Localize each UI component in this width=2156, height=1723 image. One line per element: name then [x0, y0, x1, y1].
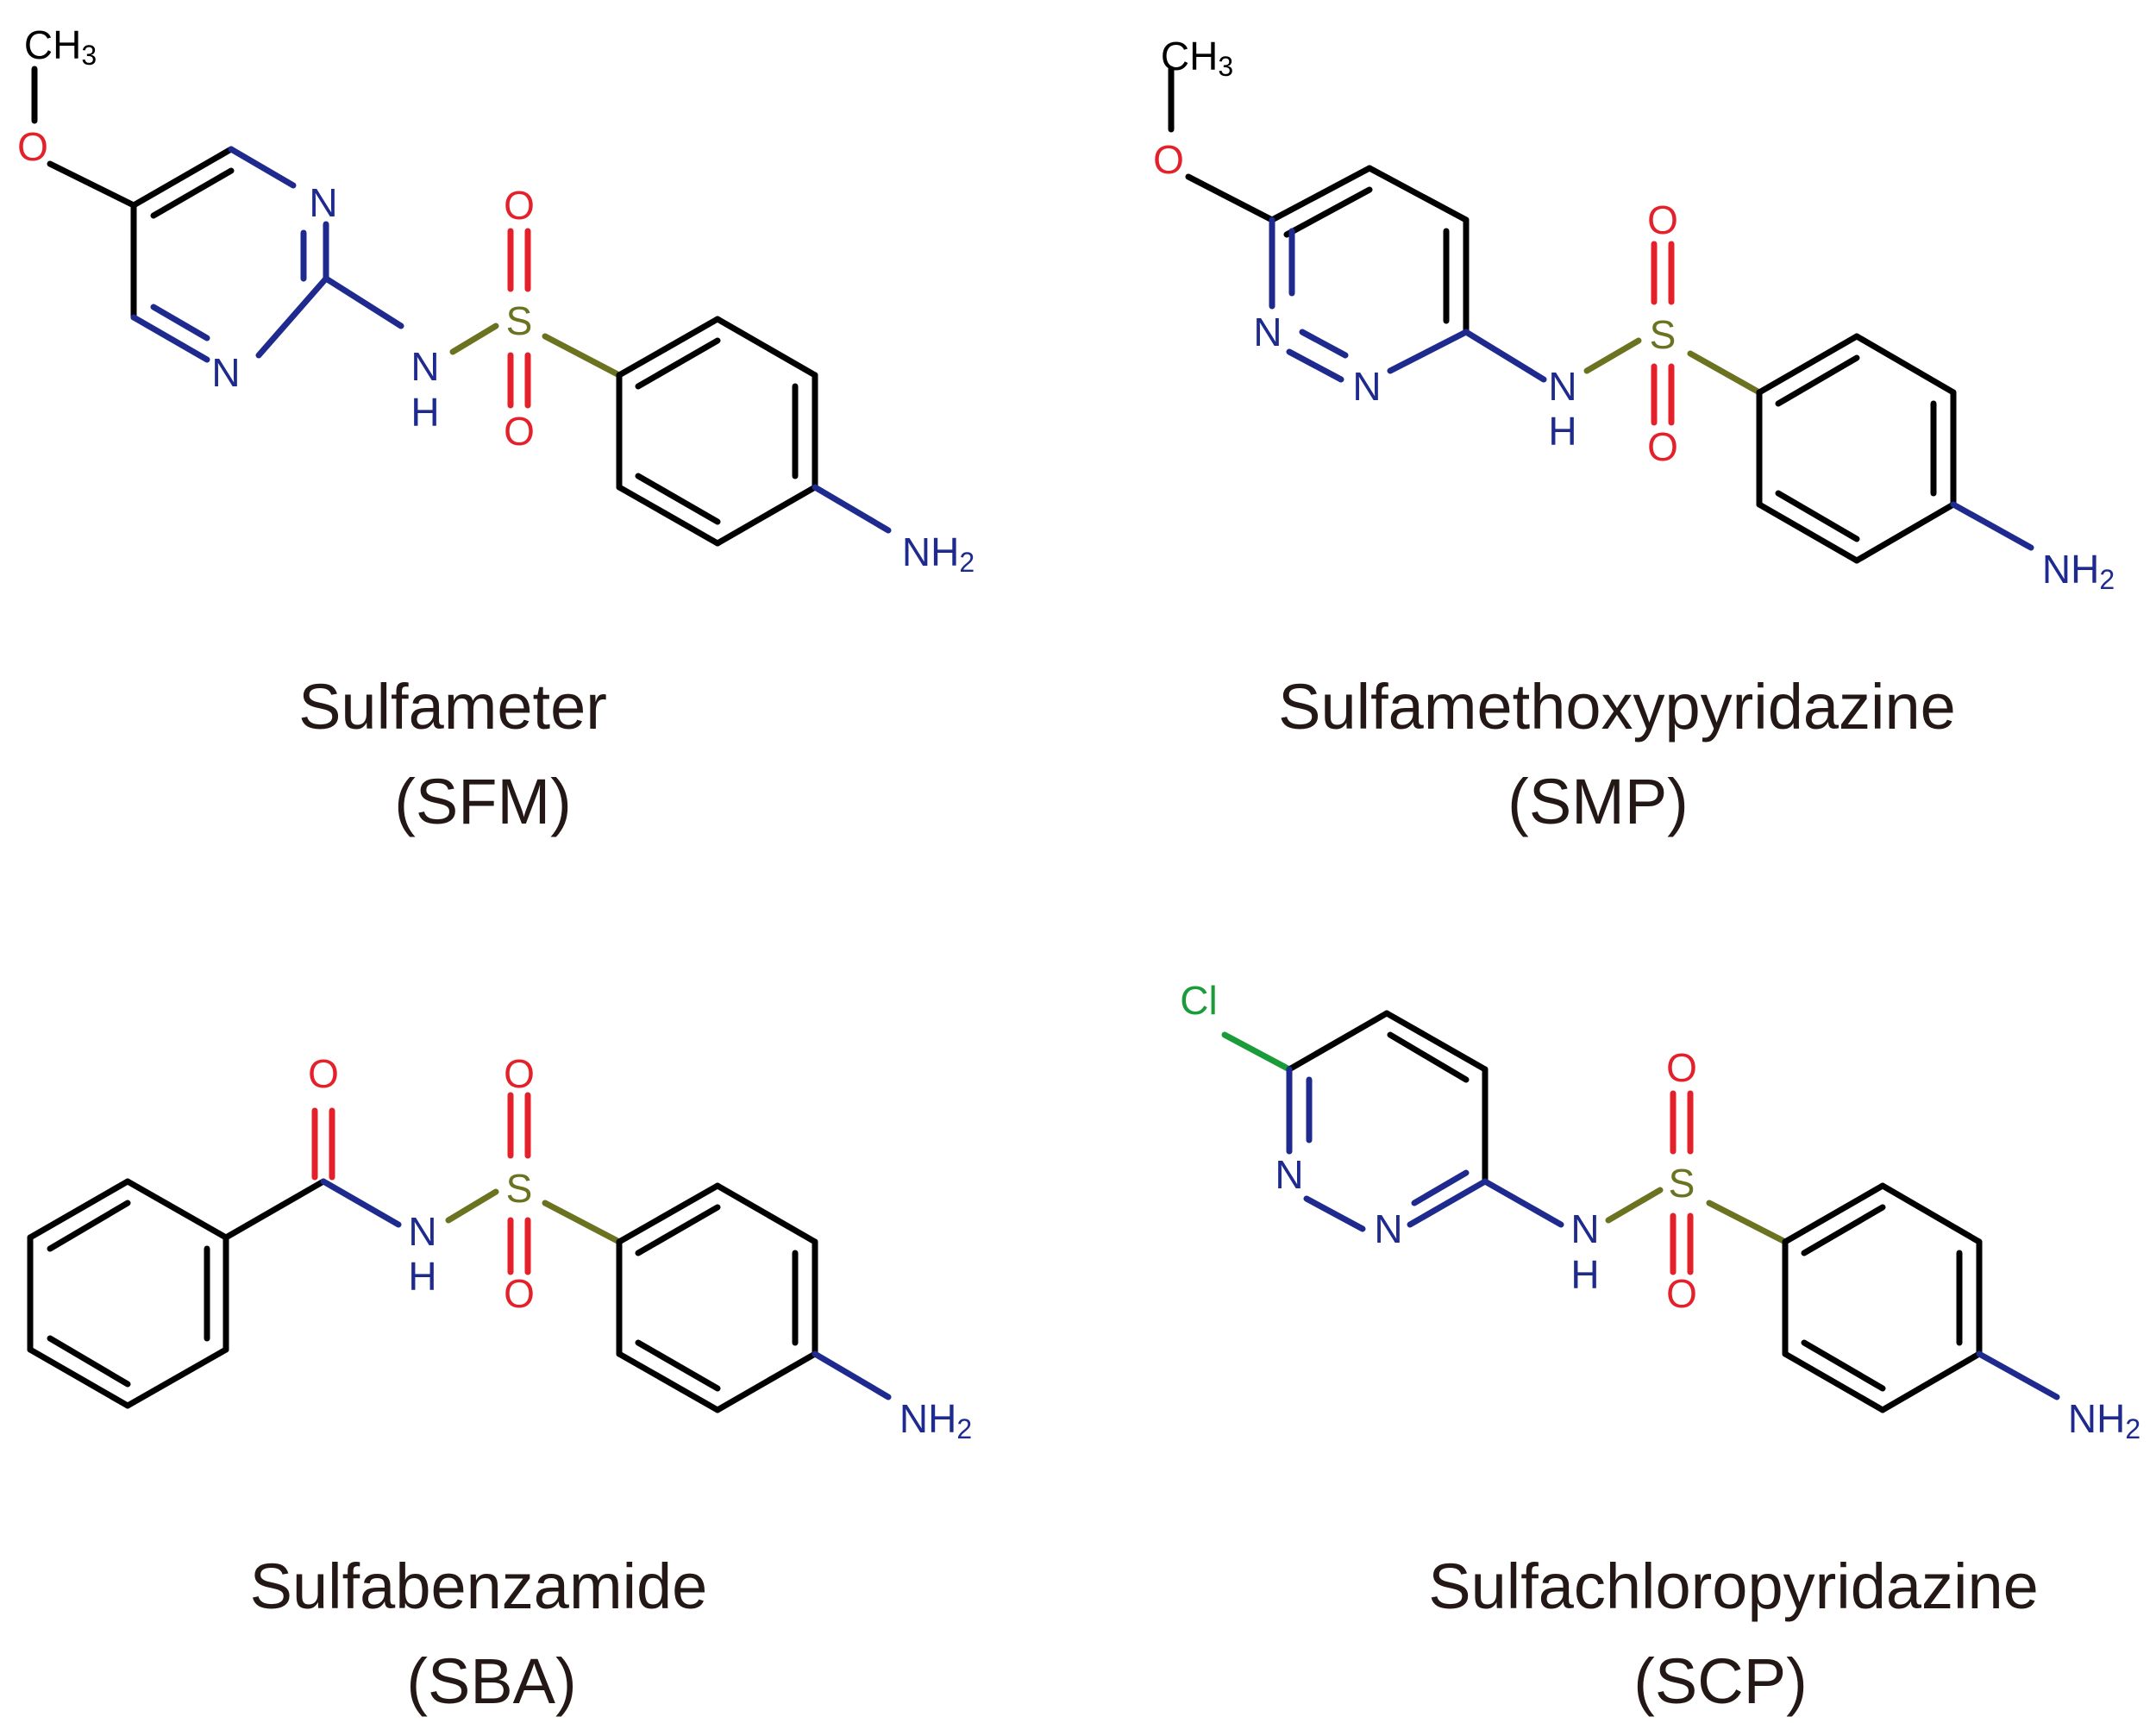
amide-nitrogen-label: N	[408, 1209, 436, 1254]
chlorine-label: Cl	[1180, 978, 1217, 1023]
sulfonyl-oxygen-label: O	[1647, 424, 1678, 469]
amine-label: NH2	[902, 529, 975, 578]
carbonyl-oxygen-label: O	[308, 1051, 339, 1096]
molecule-scp: Cl N N N H S O O NH2 Sulfachloropyridazi…	[1180, 978, 2140, 1717]
molecule-smp: CH3 O N N N H S O O NH2 Sulfamethoxypyri…	[1153, 34, 2115, 837]
smp-atom-labels: CH3 O N N N H S O O NH2	[1153, 34, 2115, 595]
ring-nitrogen-label: N	[1275, 1152, 1303, 1197]
amide-hydrogen-label: H	[1570, 1252, 1599, 1297]
sulfur-label: S	[1650, 312, 1677, 357]
sba-atom-labels: O N H S O O NH2	[308, 1051, 972, 1444]
ch3-label: CH3	[24, 22, 97, 71]
amide-nitrogen-label: N	[411, 344, 439, 389]
sulfonyl-oxygen-label: O	[504, 183, 535, 228]
amine-label: NH2	[2068, 1396, 2140, 1444]
sulfonyl-oxygen-label: O	[504, 1271, 535, 1316]
scp-bonds	[1221, 1010, 2060, 1413]
sulfur-label: S	[506, 298, 533, 343]
compound-abbreviation: (SBA)	[406, 1645, 576, 1717]
amide-hydrogen-label: H	[408, 1254, 436, 1299]
amine-label: NH2	[2042, 547, 2115, 595]
scp-atom-labels: Cl N N N H S O O NH2	[1180, 978, 2140, 1444]
amide-nitrogen-label: N	[1548, 364, 1576, 409]
ring-nitrogen-label: N	[1352, 364, 1381, 409]
smp-bonds	[1168, 66, 2034, 564]
ring-nitrogen-label: N	[211, 350, 240, 395]
compound-abbreviation: (SCP)	[1633, 1645, 1807, 1717]
sulfonyl-oxygen-label: O	[1666, 1271, 1697, 1316]
sulfur-label: S	[506, 1166, 533, 1211]
sulfur-label: S	[1669, 1161, 1695, 1206]
amine-label: NH2	[899, 1396, 972, 1444]
sulfonyl-oxygen-label: O	[504, 1051, 535, 1096]
molecule-sfm: CH3 O N N N H S O O NH2 Sulfameter (SFM)	[17, 22, 975, 837]
compound-name: Sulfachloropyridazine	[1428, 1551, 2039, 1622]
oxygen-label: O	[17, 124, 48, 169]
sulfonyl-oxygen-label: O	[1647, 197, 1678, 242]
amide-hydrogen-label: H	[1548, 409, 1576, 454]
molecule-sba: O N H S O O NH2 Sulfabenzamide (SBA)	[27, 1051, 972, 1717]
ring-nitrogen-label: N	[1253, 310, 1282, 354]
ring-nitrogen-label: N	[1374, 1206, 1402, 1251]
ring-nitrogen-label: N	[309, 180, 337, 225]
sulfonyl-oxygen-label: O	[1666, 1045, 1697, 1090]
amide-hydrogen-label: H	[411, 390, 439, 435]
compound-name: Sulfamethoxypyridazine	[1278, 671, 1956, 742]
sulfonyl-oxygen-label: O	[504, 409, 535, 454]
oxygen-label: O	[1153, 137, 1184, 182]
compound-name: Sulfameter	[298, 671, 607, 742]
sba-bonds	[27, 1092, 892, 1413]
sfm-bonds	[31, 66, 892, 547]
compound-name: Sulfabenzamide	[250, 1551, 708, 1622]
compound-abbreviation: (SMP)	[1507, 766, 1689, 837]
ch3-label: CH3	[1161, 34, 1233, 82]
amide-nitrogen-label: N	[1570, 1206, 1599, 1251]
compound-abbreviation: (SFM)	[394, 766, 572, 837]
sfm-atom-labels: CH3 O N N N H S O O NH2	[17, 22, 975, 578]
